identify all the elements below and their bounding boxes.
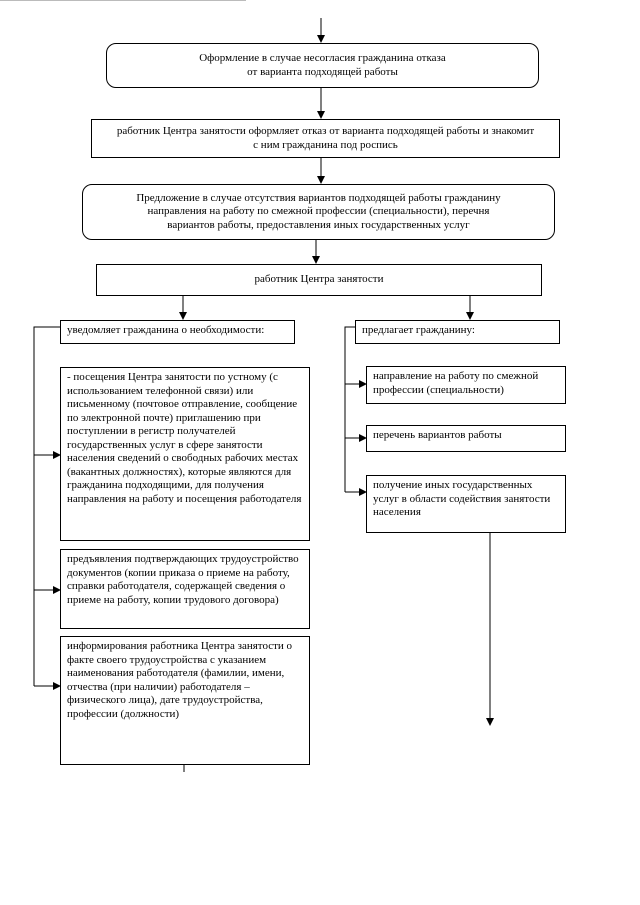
box-employee-refusal-text: работник Центра занятости оформляет отка…	[116, 125, 535, 151]
top-rule	[0, 0, 246, 1]
box-alternative-offer-text: Предложение в случае отсутствия варианто…	[136, 191, 501, 231]
right-item-2: перечень вариантов работы	[366, 425, 566, 452]
left-item-1: - посещения Центра занятости по устному …	[60, 367, 310, 541]
left-header-text: уведомляет гражданина о необходимости:	[67, 324, 265, 336]
left-bracket	[33, 326, 60, 686]
box-refusal-registration-text: Оформление в случае несогласия гражданин…	[199, 52, 446, 78]
left-header-box: уведомляет гражданина о необходимости:	[60, 320, 295, 344]
box-refusal-registration: Оформление в случае несогласия гражданин…	[106, 43, 539, 88]
right-item-3: получение иных государственных услуг в о…	[366, 475, 566, 533]
box-employee-refusal: работник Центра занятости оформляет отка…	[91, 119, 560, 158]
box-alternative-offer: Предложение в случае отсутствия варианто…	[82, 184, 555, 240]
left-item-1-text: - посещения Центра занятости по устному …	[67, 371, 302, 505]
right-bracket	[344, 326, 355, 492]
right-header-text: предлагает гражданину:	[362, 324, 475, 336]
left-item-3: информирования работника Центра занятост…	[60, 636, 310, 765]
box-center-employee: работник Центра занятости	[96, 264, 542, 296]
right-item-1-text: направление на работу по смежной професс…	[373, 370, 539, 396]
box-center-employee-text: работник Центра занятости	[254, 273, 384, 286]
right-item-3-text: получение иных государственных услуг в о…	[373, 479, 551, 518]
left-item-3-text: информирования работника Центра занятост…	[67, 640, 293, 720]
right-item-2-text: перечень вариантов работы	[373, 429, 502, 441]
right-item-1: направление на работу по смежной професс…	[366, 366, 566, 404]
left-item-2-text: предъявления подтверждающих трудоустройс…	[67, 553, 299, 606]
left-item-2: предъявления подтверждающих трудоустройс…	[60, 549, 310, 629]
right-header-box: предлагает гражданину:	[355, 320, 560, 344]
